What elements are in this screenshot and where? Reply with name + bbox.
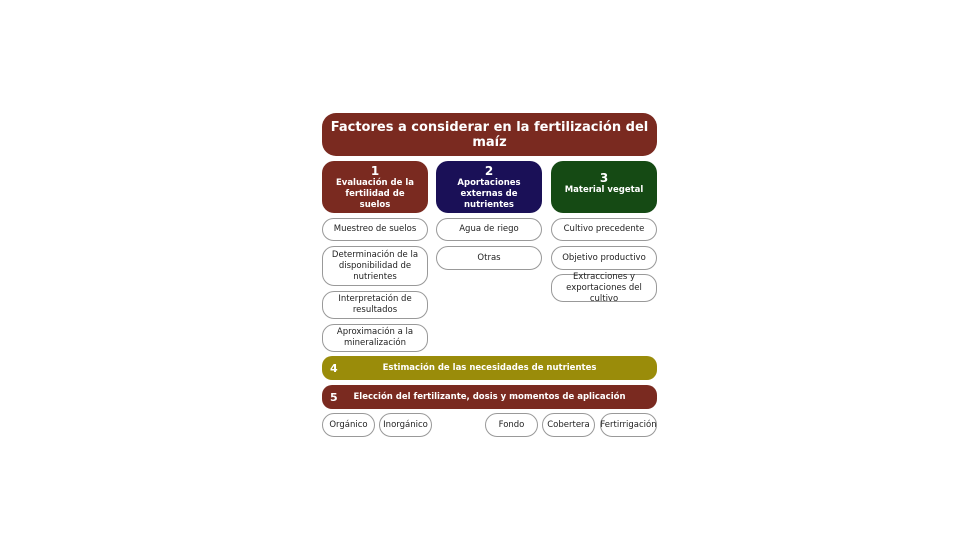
application-timing: Cobertera — [542, 413, 595, 437]
step-number: 2 — [484, 163, 494, 178]
factor-item: Aproximación a la mineralización — [322, 324, 428, 352]
factor-item: Agua de riego — [436, 218, 542, 241]
step-number: 3 — [599, 170, 609, 185]
factor-item: Objetivo productivo — [551, 246, 657, 270]
step-number: 1 — [370, 163, 380, 178]
factor-item: Otras — [436, 246, 542, 270]
step-label: Estimación de las necesidades de nutrien… — [382, 363, 597, 373]
factor-item: Muestreo de suelos — [322, 218, 428, 241]
step-5-bar: 5 Elección del fertilizante, dosis y mome… — [322, 385, 657, 409]
application-timing: Fondo — [485, 413, 538, 437]
column-label: Material vegetal — [564, 184, 644, 195]
diagram-title: Factores a considerar en la fertilizació… — [322, 113, 657, 156]
step-number: 5 — [330, 390, 338, 404]
factor-item: Interpretación de resultados — [322, 291, 428, 319]
application-timing: Fertirrigación — [600, 413, 657, 437]
factor-item: Determinación de la disponibilidad de nu… — [322, 246, 428, 286]
fertilizer-type: Orgánico — [322, 413, 375, 437]
fertilizer-type: Inorgánico — [379, 413, 432, 437]
column-label: Evaluación de la fertilidad de suelos — [335, 177, 415, 210]
factor-item: Cultivo precedente — [551, 218, 657, 241]
factor-item: Extracciones y exportaciones del cultivo — [551, 272, 657, 304]
step-4-bar: 4 Estimación de las necesidades de nutrie… — [322, 356, 657, 380]
step-number: 4 — [330, 361, 338, 375]
column-label: Aportaciones externas de nutrientes — [457, 177, 521, 210]
step-label: Elección del fertilizante, dosis y momen… — [353, 392, 626, 402]
